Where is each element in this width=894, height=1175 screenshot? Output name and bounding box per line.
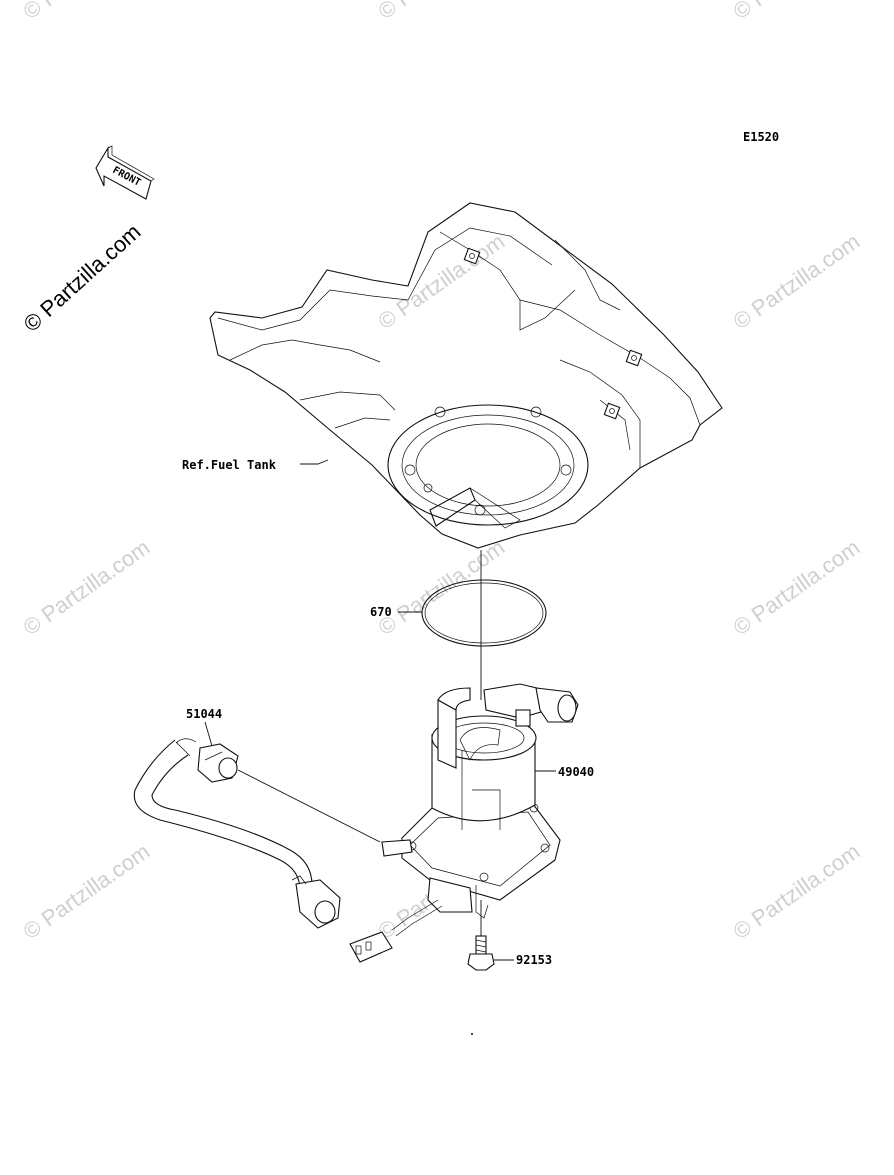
- front-arrow-icon: FRONT: [95, 145, 155, 200]
- ref-fuel-tank-leader: [300, 459, 329, 465]
- watermark: © Partzilla.com: [729, 839, 865, 945]
- watermark: © Partzilla.com: [729, 535, 865, 641]
- watermark: © Partzilla.com: [729, 229, 865, 335]
- part-49040-fuel-pump: [349, 683, 579, 963]
- callout-92153: 92153: [516, 953, 552, 967]
- watermark: © Partzilla.com: [374, 229, 510, 335]
- watermark: © Partzilla.com: [19, 839, 155, 945]
- part-92153-bolt: [467, 900, 495, 971]
- part-670-o-ring: [421, 579, 547, 647]
- watermark: © Partzilla.com: [729, 0, 865, 24]
- callout-51044: 51044: [186, 707, 222, 721]
- partzilla-logo: © Partzilla.com: [19, 219, 146, 337]
- watermark: © Partzilla.com: [374, 0, 510, 24]
- diagram-code: E1520: [743, 130, 779, 144]
- watermark: © Partzilla.com: [19, 535, 155, 641]
- hose-assembly-line: [237, 769, 381, 843]
- watermark: © Partzilla.com: [19, 0, 155, 24]
- ref-fuel-tank-label: Ref.Fuel Tank: [182, 458, 277, 472]
- watermark: © Partzilla.com: [374, 535, 510, 641]
- front-label: FRONT: [111, 165, 143, 189]
- stray-dot: [471, 1033, 473, 1035]
- fuel-tank-illustration: [209, 202, 723, 549]
- callout-49040: 49040: [558, 765, 594, 779]
- callout-670: 670: [370, 605, 392, 619]
- part-51044-fuel-hose: [133, 738, 341, 929]
